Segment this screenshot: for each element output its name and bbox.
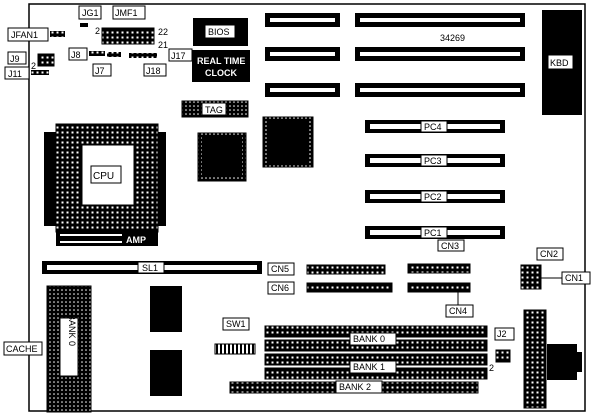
j8-label: J8 — [71, 50, 81, 60]
j17-label: J17 — [171, 51, 186, 61]
cn5-label: CN5 — [271, 264, 289, 274]
jmf1-header: JMF1 2 22 21 — [95, 5, 168, 50]
bank1-label: BANK 1 — [353, 362, 385, 372]
sw1-label: SW1 — [226, 319, 246, 329]
real-time-clock-chip: REAL TIME CLOCK — [192, 50, 250, 82]
cpu-label: CPU — [93, 171, 114, 182]
memory-banks: BANK 0 BANK 1 BANK 2 — [229, 325, 488, 394]
j11-label: J11 — [8, 69, 22, 79]
board-number-label: 34269 — [440, 33, 465, 43]
cn3-connector: CN3 — [407, 239, 471, 274]
bank2-label: BANK 2 — [339, 382, 371, 392]
jmf1-pin2-label: 2 — [95, 26, 100, 36]
tag-chip: TAG — [181, 100, 249, 118]
pc4-label: PC4 — [424, 122, 442, 132]
amp-module: AMP — [56, 231, 158, 246]
j11-jumper: J11 — [4, 66, 49, 80]
j18-label: J18 — [146, 66, 161, 76]
pc1-label: PC1 — [424, 228, 442, 238]
cache-chips: BANK 0 CACHE — [3, 285, 92, 413]
cn1-label: CN1 — [565, 273, 583, 283]
power-connector — [523, 309, 582, 409]
amp-label: AMP — [126, 235, 146, 245]
rtc-line2-label: CLOCK — [205, 68, 237, 78]
j9-jumper: J9 2 — [7, 51, 55, 71]
j2-jumper: J2 2 — [489, 327, 515, 373]
j9-pin-label: 2 — [31, 61, 36, 71]
jg1-label: JG1 — [82, 8, 99, 18]
jmf1-label: JMF1 — [115, 8, 138, 18]
pc3-label: PC3 — [424, 156, 442, 166]
jfan1-label: JFAN1 — [11, 30, 38, 40]
cn2-connector: CN2 — [520, 247, 564, 290]
keyboard-connector: KBD — [542, 10, 582, 115]
top-slots: 34269 — [265, 13, 525, 97]
j7-label: J7 — [95, 66, 105, 76]
cn6-label: CN6 — [271, 283, 289, 293]
j8-jumper: J8 — [68, 47, 105, 61]
cn1-connector: CN1 — [541, 271, 591, 285]
sram-chips — [150, 286, 182, 396]
cn3-label: CN3 — [441, 241, 459, 251]
cpu-socket: CPU — [44, 123, 166, 233]
tag-label: TAG — [205, 105, 223, 115]
cn2-label: CN2 — [540, 249, 558, 259]
bank0-label: BANK 0 — [353, 334, 385, 344]
pci-slots: PC4 PC3 PC2 PC1 — [365, 120, 505, 239]
pc2-label: PC2 — [424, 192, 442, 202]
j7-jumper: J7 — [92, 52, 121, 77]
j2-label: J2 — [497, 329, 507, 339]
bios-chip: BIOS — [193, 18, 248, 46]
cache-bank-label: BANK 0 — [67, 314, 77, 346]
jfan1-connector: JFAN1 — [7, 27, 65, 42]
cn6-connector: CN6 — [267, 281, 393, 295]
cn4-connector: CN4 — [407, 282, 474, 318]
cache-label: CACHE — [6, 344, 38, 354]
sl1-label: SL1 — [142, 263, 158, 273]
kbd-label: KBD — [550, 58, 569, 68]
rtc-line1-label: REAL TIME — [197, 56, 245, 66]
jg1-jumper: JG1 — [78, 5, 102, 27]
j2-pin-label: 2 — [489, 363, 494, 373]
bios-label: BIOS — [208, 27, 230, 37]
j18-jumper: J18 — [143, 63, 167, 77]
chipset-chips — [197, 116, 314, 182]
jmf1-pin21-label: 21 — [158, 40, 168, 50]
sw1-switch: SW1 — [214, 317, 256, 355]
j9-label: J9 — [10, 54, 20, 64]
cn4-label: CN4 — [449, 306, 467, 316]
jmf1-pin22-label: 22 — [158, 27, 168, 37]
sl1-slot: SL1 — [42, 261, 262, 274]
cn5-connector: CN5 — [267, 262, 386, 276]
